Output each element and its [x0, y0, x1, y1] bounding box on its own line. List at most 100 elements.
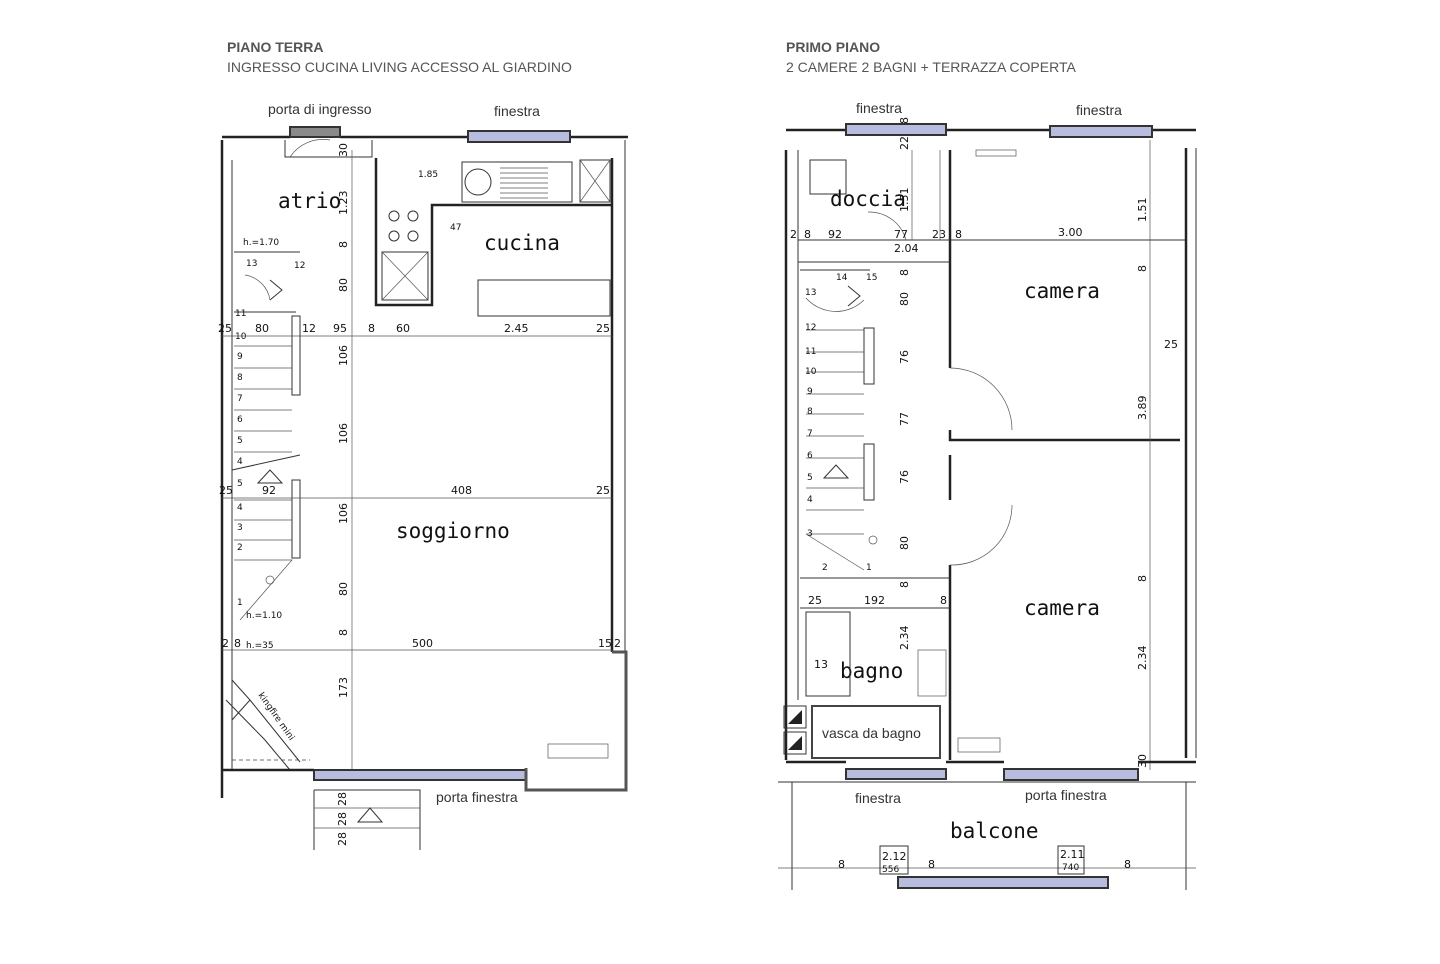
- step-8: 8: [237, 373, 243, 383]
- step-dim-1: 28: [336, 792, 349, 806]
- ff-dim-v-234a: 2.34: [898, 626, 911, 651]
- bal-dim-740: 740: [1062, 863, 1079, 873]
- dim-80: 80: [255, 322, 269, 335]
- ff-dim-r-389: 3.89: [1136, 396, 1149, 421]
- height-110: h.=1.10: [246, 611, 282, 621]
- dim-v-30: 30: [337, 143, 350, 157]
- ff-step-13: 13: [805, 288, 816, 298]
- room-bagno: bagno: [840, 659, 903, 683]
- ff-dim-8b: 8: [955, 228, 962, 241]
- ff-dim-8: 8: [804, 228, 811, 241]
- ff-step-3: 3: [807, 529, 813, 539]
- door-swing-doccia: [867, 211, 907, 241]
- step-dim-2: 28: [336, 812, 349, 826]
- room-balcone: balcone: [950, 819, 1039, 843]
- step-11: 11: [235, 309, 246, 319]
- ff-step-7: 7: [807, 429, 813, 439]
- ff-dim-r-8a: 8: [1136, 265, 1149, 272]
- dim-v-8b: 8: [337, 629, 350, 636]
- step-5a: 5: [237, 436, 243, 446]
- dim-245: 2.45: [504, 322, 529, 335]
- ff-dim-c-25: 25: [808, 594, 822, 607]
- kitchen-island: [477, 279, 611, 317]
- door-swing-camera-top: [949, 367, 1013, 431]
- bal-dim-8b: 8: [928, 858, 935, 871]
- ff-partition-walls: [948, 150, 1180, 760]
- step-5b: 5: [237, 479, 243, 489]
- kitchen-sink-unit: [461, 161, 573, 203]
- french-window-label: porta finestra: [436, 789, 518, 805]
- step-2: 2: [237, 543, 243, 553]
- bottom-right-wall: [524, 650, 628, 792]
- stove-label: kingfire mini: [256, 691, 296, 743]
- dim-25-left: 25: [218, 322, 232, 335]
- technical-shafts: [783, 705, 807, 755]
- ff-french-window[interactable]: [1003, 768, 1139, 781]
- height-35: h.=35: [246, 641, 274, 651]
- room-soggiorno: soggiorno: [396, 519, 510, 543]
- dim-v-106a: 106: [337, 345, 350, 366]
- dim-92: 92: [262, 484, 276, 497]
- ff-dim-r-25: 25: [1164, 338, 1178, 351]
- first-floor-plan: PRIMO PIANO 2 CAMERE 2 BAGNI + TERRAZZA …: [778, 39, 1197, 890]
- step-4b: 4: [237, 503, 243, 513]
- step-12: 12: [294, 261, 305, 271]
- dim-v-173: 173: [337, 677, 350, 698]
- dim-25-right: 25: [596, 322, 610, 335]
- ff-dim-c-8: 8: [940, 594, 947, 607]
- dim-25-mid-left: 25: [219, 484, 233, 497]
- ff-step-11: 11: [805, 347, 816, 357]
- first-floor-title: PRIMO PIANO: [786, 39, 880, 55]
- ff-dim-v-8b: 8: [898, 269, 911, 276]
- ff-window-bottom-label: finestra: [855, 790, 901, 806]
- kitchen-dim-2: 47: [450, 223, 461, 233]
- cooktop-icon: [388, 210, 419, 242]
- ground-floor-title: PIANO TERRA: [227, 39, 323, 55]
- dim-60: 60: [396, 322, 410, 335]
- ff-dim-300: 3.00: [1058, 226, 1083, 239]
- kitchen-dim-1: 1.85: [418, 170, 438, 180]
- ff-step-4: 4: [807, 495, 813, 505]
- ff-bath-wall: [800, 577, 950, 609]
- step-1: 1: [237, 598, 243, 608]
- room-atrio: atrio: [278, 189, 341, 213]
- ff-step-9: 9: [807, 387, 813, 397]
- ff-dim-v-80a: 80: [898, 292, 911, 306]
- ff-step-5: 5: [807, 473, 813, 483]
- entrance-door[interactable]: [289, 126, 341, 138]
- entrance-door-label: porta di ingresso: [268, 101, 372, 117]
- room-camera-bottom: camera: [1024, 596, 1100, 620]
- french-window[interactable]: [313, 769, 527, 781]
- dim-8-left: 8: [234, 637, 241, 650]
- dim-v-106c: 106: [337, 503, 350, 524]
- dim-408: 408: [451, 484, 472, 497]
- ff-window-left[interactable]: [845, 123, 947, 136]
- dim-500: 500: [412, 637, 433, 650]
- ff-step-14: 14: [836, 273, 848, 283]
- ff-dim-v-77: 77: [898, 412, 911, 426]
- dim-8: 8: [368, 322, 375, 335]
- sideboard: [547, 743, 609, 759]
- ff-shower-wall: [798, 239, 950, 263]
- window-right-label: finestra: [1076, 102, 1122, 118]
- bal-dim-8c: 8: [1124, 858, 1131, 871]
- ff-dim-77: 77: [894, 228, 908, 241]
- bath-sink: [917, 649, 947, 697]
- ff-window-right[interactable]: [1049, 125, 1153, 138]
- ff-window-bottom[interactable]: [845, 768, 947, 780]
- ff-dim-v-8a: 8: [898, 117, 911, 124]
- kitchen-window[interactable]: [467, 130, 571, 143]
- dim-v-80a: 80: [337, 278, 350, 292]
- ff-french-window-label: porta finestra: [1025, 787, 1107, 803]
- ff-dim-r-8b: 8: [1136, 575, 1149, 582]
- dim-2-left: 2: [222, 637, 229, 650]
- bal-dim-556: 556: [882, 865, 899, 875]
- ground-floor-subtitle: INGRESSO CUCINA LIVING ACCESSO AL GIARDI…: [227, 59, 572, 75]
- dim-25-mid-right: 25: [596, 484, 610, 497]
- dim-2-right: 2: [614, 637, 621, 650]
- ff-dim-c-13: 13: [814, 658, 828, 671]
- bathtub-label: vasca da bagno: [822, 725, 921, 741]
- dim-12: 12: [302, 322, 316, 335]
- ff-dim-v-76b: 76: [898, 470, 911, 484]
